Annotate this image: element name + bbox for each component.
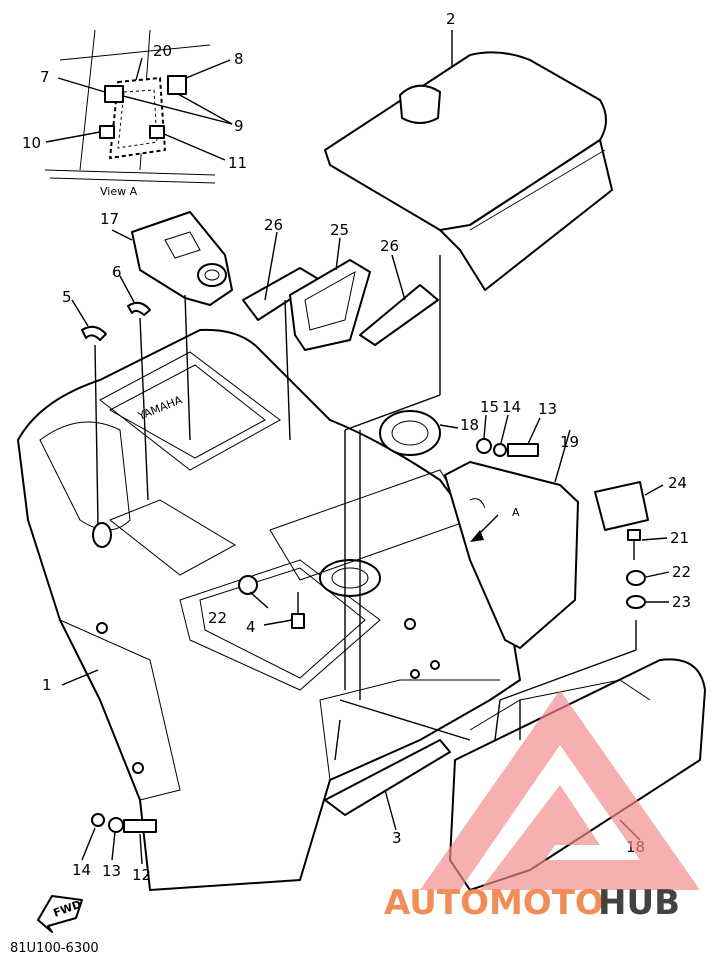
bolt-set-right <box>476 438 539 457</box>
part-19-bolt <box>627 529 641 560</box>
part-1-main-body: YAMAHA <box>17 328 521 891</box>
part-3-bracket <box>324 739 451 816</box>
callout-3: 3 <box>392 829 402 847</box>
leader-lines <box>61 30 670 865</box>
callout-13-right: 14 <box>502 398 521 416</box>
part-21-washer <box>626 595 646 609</box>
arrow-a-label: A <box>512 506 520 519</box>
callout-7: 7 <box>40 68 50 86</box>
part-16-grommet <box>379 410 441 456</box>
part-24-label-plate <box>594 481 649 531</box>
clip-11-shape <box>149 125 165 139</box>
callout-2: 2 <box>446 10 456 28</box>
fwd-arrow: FWD <box>37 895 83 933</box>
callout-21: 23 <box>672 593 691 611</box>
callout-4: 4 <box>246 618 256 636</box>
callout-9: 9 <box>234 117 244 135</box>
callout-25: 25 <box>330 221 349 239</box>
part-2-seat-cover <box>324 51 613 291</box>
drawing-code: 81U100-6300 <box>10 941 99 956</box>
callout-13-left: 13 <box>102 862 121 880</box>
part-6-clip <box>127 301 151 316</box>
part-17-side-panel: A <box>444 461 579 649</box>
callout-5: 5 <box>62 288 72 306</box>
watermark-triangle-icon <box>420 690 700 890</box>
watermark-text-hub: HUB <box>598 883 680 923</box>
callout-26b: 26 <box>380 237 399 255</box>
callout-11: 11 <box>228 154 247 172</box>
callout-16: 18 <box>460 416 479 434</box>
callout-23: 20 <box>153 42 172 60</box>
view-a-label: View A <box>100 185 138 198</box>
callout-12-left: 12 <box>132 866 151 884</box>
callout-24: 24 <box>668 474 687 492</box>
callout-1: 1 <box>42 676 52 694</box>
part-15-cover <box>131 211 233 306</box>
callout-19: 21 <box>670 529 689 547</box>
callout-6: 6 <box>112 263 122 281</box>
callout-8: 8 <box>234 50 244 68</box>
callout-14-left: 14 <box>72 861 91 879</box>
callout-14-right: 15 <box>480 398 499 416</box>
part-25-26-pads <box>242 259 439 351</box>
callout-20: 22 <box>672 563 691 581</box>
callout-17: 19 <box>560 433 579 451</box>
part-4-bolt <box>291 592 305 629</box>
clip-7-shape <box>104 85 124 103</box>
clip-8-shape <box>167 75 187 95</box>
callout-12-right: 13 <box>538 400 557 418</box>
callout-26a: 26 <box>264 216 283 234</box>
callout-10: 10 <box>22 134 41 152</box>
part-20-nut <box>626 570 646 586</box>
callout-15: 17 <box>100 210 119 228</box>
bolt-set-left <box>91 813 157 833</box>
callout-labels: 2 20 8 7 9 10 11 17 26 25 26 6 5 15 14 1… <box>22 10 691 884</box>
callout-22: 22 <box>208 609 227 627</box>
part-22-plug <box>238 575 258 595</box>
clip-10-shape <box>99 125 115 139</box>
watermark-text-automoto: AUTOMOTO <box>384 883 604 923</box>
view-a-inset: View A <box>44 29 233 198</box>
watermark: AUTOMOTO HUB <box>384 690 700 923</box>
part-5-clip <box>81 325 107 341</box>
